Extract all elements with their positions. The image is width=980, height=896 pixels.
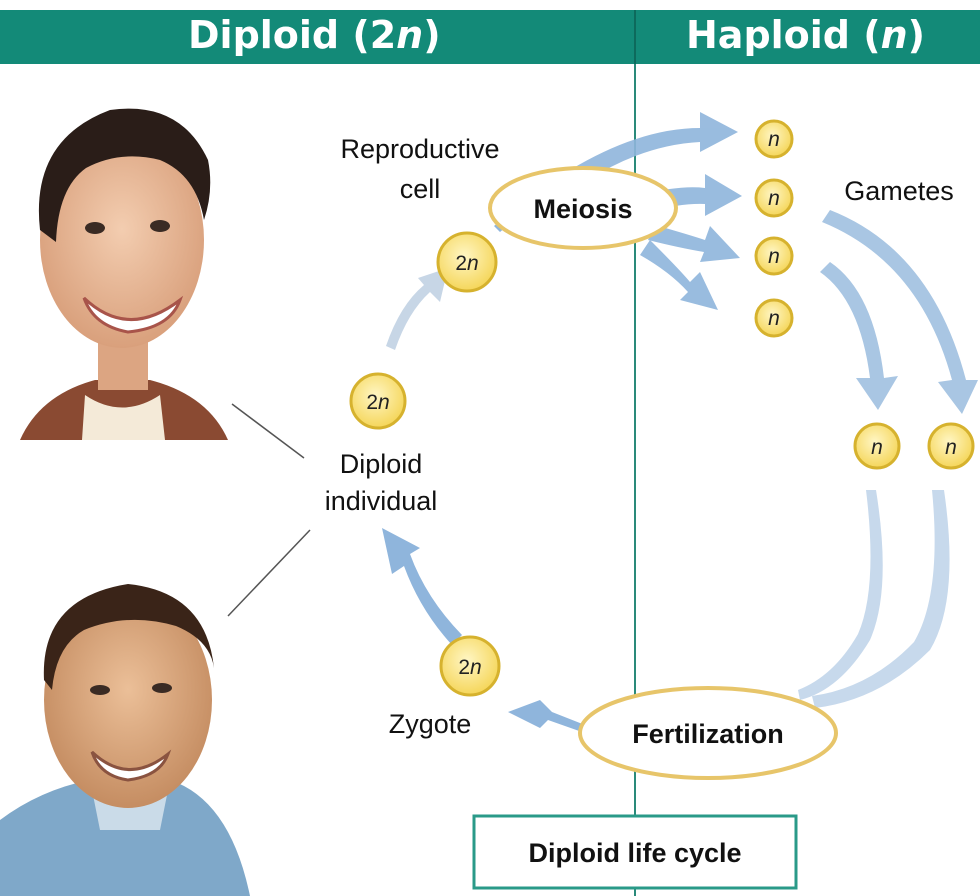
- fusing-gamete-right: n: [927, 422, 975, 470]
- gamete-descent-arrows: [820, 210, 978, 414]
- gametes-label: Gametes: [844, 176, 954, 206]
- caption-box: [472, 814, 798, 890]
- header-diploid: Diploid (2n): [188, 13, 441, 57]
- header-haploid: Haploid (n): [686, 13, 925, 57]
- svg-text:n: n: [768, 307, 780, 330]
- svg-text:2n: 2n: [458, 656, 481, 679]
- fertilization-to-zygote-arrow: [508, 700, 585, 732]
- header-bar: [0, 10, 980, 64]
- svg-text:2n: 2n: [366, 391, 389, 414]
- gamete-cell-4: n: [754, 298, 794, 338]
- svg-text:n: n: [768, 128, 780, 151]
- svg-text:2n: 2n: [455, 252, 478, 275]
- woman-portrait: [20, 108, 228, 440]
- gamete-cell-1: n: [754, 119, 794, 159]
- meiosis-arrows: [570, 112, 742, 310]
- reproductive-cell-label-line1: Reproductive: [340, 134, 499, 164]
- fusing-gamete-left: n: [853, 422, 901, 470]
- man-leader-line: [227, 529, 311, 617]
- meiosis-oval: [488, 166, 678, 250]
- svg-text:n: n: [945, 436, 957, 459]
- diploid-individual-label-line2: individual: [325, 486, 438, 516]
- zygote-to-individual-arrow: [382, 528, 462, 645]
- svg-text:n: n: [871, 436, 883, 459]
- woman-leader-line: [231, 403, 305, 459]
- man-portrait: [0, 584, 250, 896]
- zygote-label: Zygote: [389, 709, 472, 739]
- gamete-cell-2: n: [754, 178, 794, 218]
- gametes-to-fertilization-arrows: [798, 490, 950, 708]
- svg-text:n: n: [768, 245, 780, 268]
- zygote-cell-2n: 2n: [439, 635, 501, 697]
- reproductive-cell-label-line2: cell: [400, 174, 441, 204]
- reproductive-cell-2n: 2n: [436, 231, 498, 293]
- fertilization-label: Fertilization: [632, 719, 784, 749]
- fertilization-oval: [578, 686, 838, 780]
- meiosis-label: Meiosis: [533, 194, 632, 224]
- svg-text:n: n: [768, 187, 780, 210]
- caption-label: Diploid life cycle: [528, 838, 741, 868]
- gamete-cell-3: n: [754, 236, 794, 276]
- diploid-individual-label-line1: Diploid: [340, 449, 423, 479]
- diploid-individual-cell-2n: 2n: [349, 372, 407, 430]
- individual-to-cell-arrow: [386, 268, 448, 350]
